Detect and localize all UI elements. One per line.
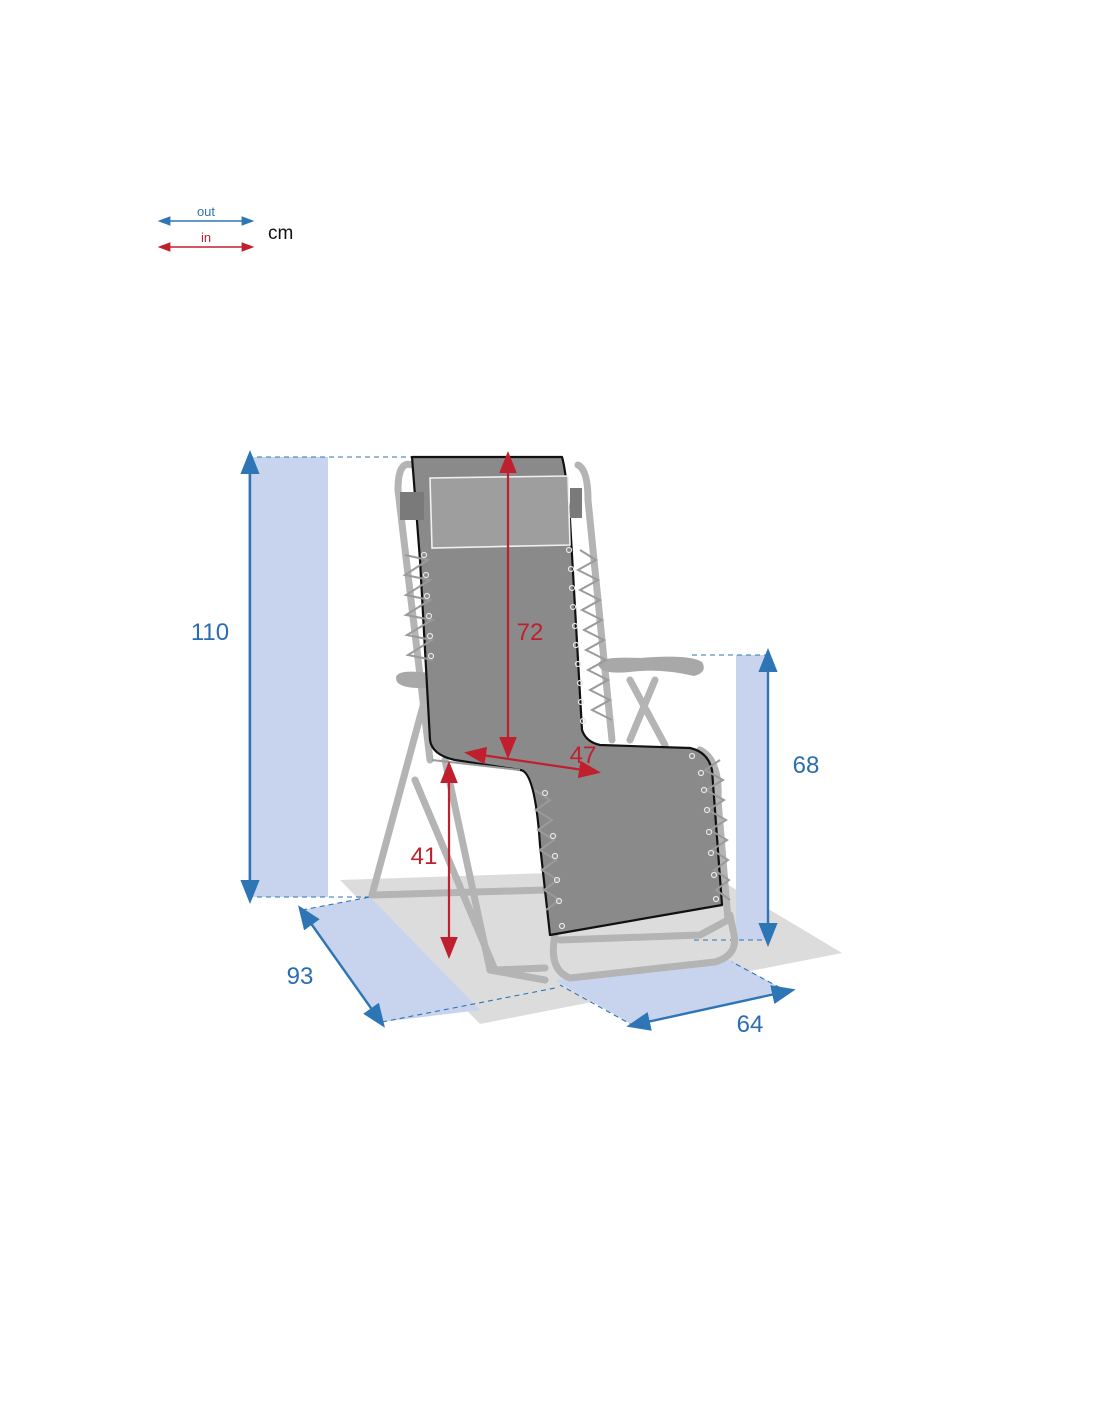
dimension-backrest-height-label: 72 <box>517 619 544 646</box>
dimension-seat-height-label: 41 <box>411 843 438 870</box>
legend: out in cm <box>157 204 293 252</box>
headrest-strap-left <box>400 492 424 520</box>
outer-dimension-arrows <box>240 450 796 1031</box>
inner-dimension-arrows <box>440 451 601 959</box>
headrest-pillow <box>429 475 571 549</box>
seat-width-arrow <box>464 746 601 779</box>
dimension-armrest-height-label: 68 <box>793 752 820 779</box>
legend-inner: in <box>157 230 255 252</box>
headrest-strap-right <box>570 488 582 518</box>
legend-inner-label: in <box>201 230 211 245</box>
width-arrow <box>626 985 796 1031</box>
dimension-height-label: 110 <box>191 619 229 646</box>
dimension-depth-label: 93 <box>287 963 314 990</box>
unit-label: cm <box>268 223 293 244</box>
eyelets <box>420 546 720 930</box>
dimension-width-label: 64 <box>737 1011 764 1038</box>
legend-outer-label: out <box>197 204 215 219</box>
depth-arrow <box>298 905 385 1028</box>
legend-outer: out <box>157 204 255 226</box>
dimension-seat-width-label: 47 <box>570 742 597 769</box>
